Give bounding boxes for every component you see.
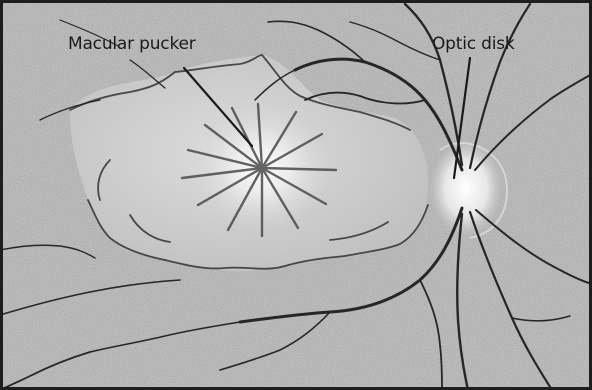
- optic-disk-label: Optic disk: [432, 36, 515, 53]
- macular-pucker-label: Macular pucker: [68, 36, 196, 53]
